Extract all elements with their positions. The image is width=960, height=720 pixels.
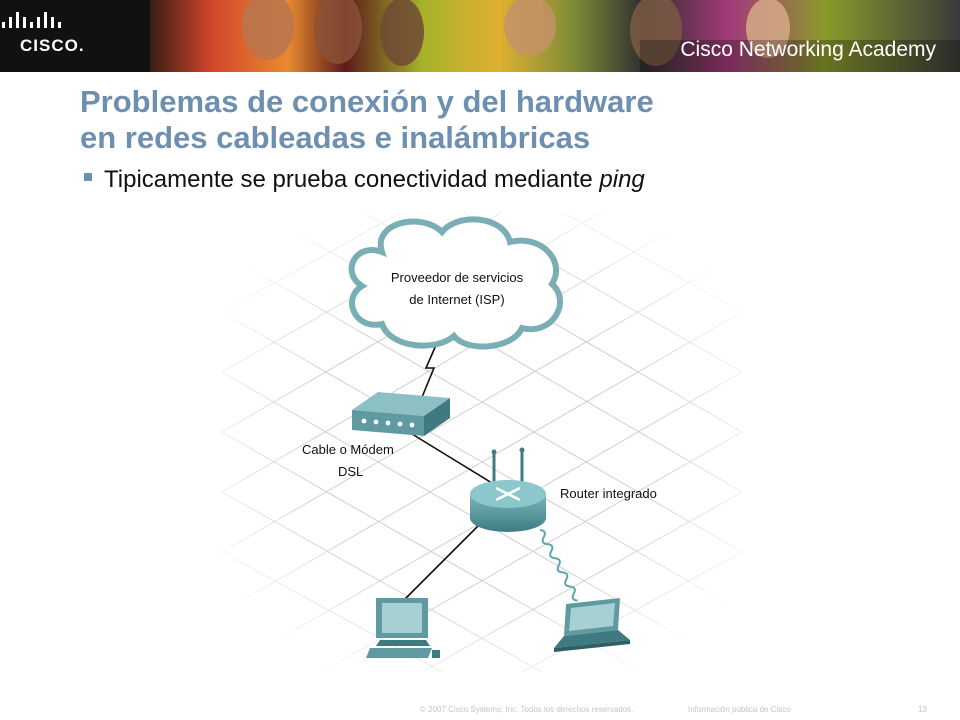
- modem-label-line-1: Cable o Módem: [302, 442, 394, 457]
- modem-label-line-2: DSL: [338, 464, 363, 479]
- modem-icon: [352, 392, 450, 436]
- cisco-logo-text: CISCO.: [20, 36, 85, 55]
- slide-title-line-2: en redes cableadas e inalámbricas: [80, 120, 591, 155]
- academy-logo-text: Cisco Networking Academy: [680, 38, 936, 61]
- cisco-bridge-icon: [2, 12, 61, 28]
- isp-cloud-icon: [348, 216, 563, 350]
- slide-title: Problemas de conexión y del hardware en …: [80, 84, 920, 156]
- bullet-text: Tipicamente se prueba conectividad media…: [104, 166, 600, 193]
- network-diagram: Proveedor de servicios de Internet (ISP)…: [222, 212, 742, 672]
- bullet-item: Tipicamente se prueba conectividad media…: [84, 166, 645, 194]
- footer-copyright: © 2007 Cisco Systems, Inc. Todos los der…: [420, 705, 634, 714]
- laptop-icon: [554, 598, 630, 652]
- cloud-label-line-1: Proveedor de servicios: [391, 270, 524, 285]
- cloud-label-line-2: de Internet (ISP): [409, 292, 504, 307]
- wan-lightning-link: [419, 335, 441, 403]
- slide-title-line-1: Problemas de conexión y del hardware: [80, 84, 654, 119]
- router-pc-cable: [393, 521, 483, 611]
- router-icon: [470, 447, 546, 532]
- header-banner: CISCO. Cisco Networking Academy: [0, 0, 960, 72]
- footer-classification: Información pública de Cisco: [688, 705, 791, 714]
- bullet-emphasis: ping: [599, 166, 645, 193]
- wireless-link-icon: [539, 529, 578, 602]
- banner-photo-strip: [0, 0, 960, 72]
- router-label: Router integrado: [560, 486, 657, 501]
- bullet-square-icon: [84, 172, 92, 181]
- desktop-pc-icon: [366, 598, 440, 658]
- footer-page-number: 13: [918, 705, 927, 714]
